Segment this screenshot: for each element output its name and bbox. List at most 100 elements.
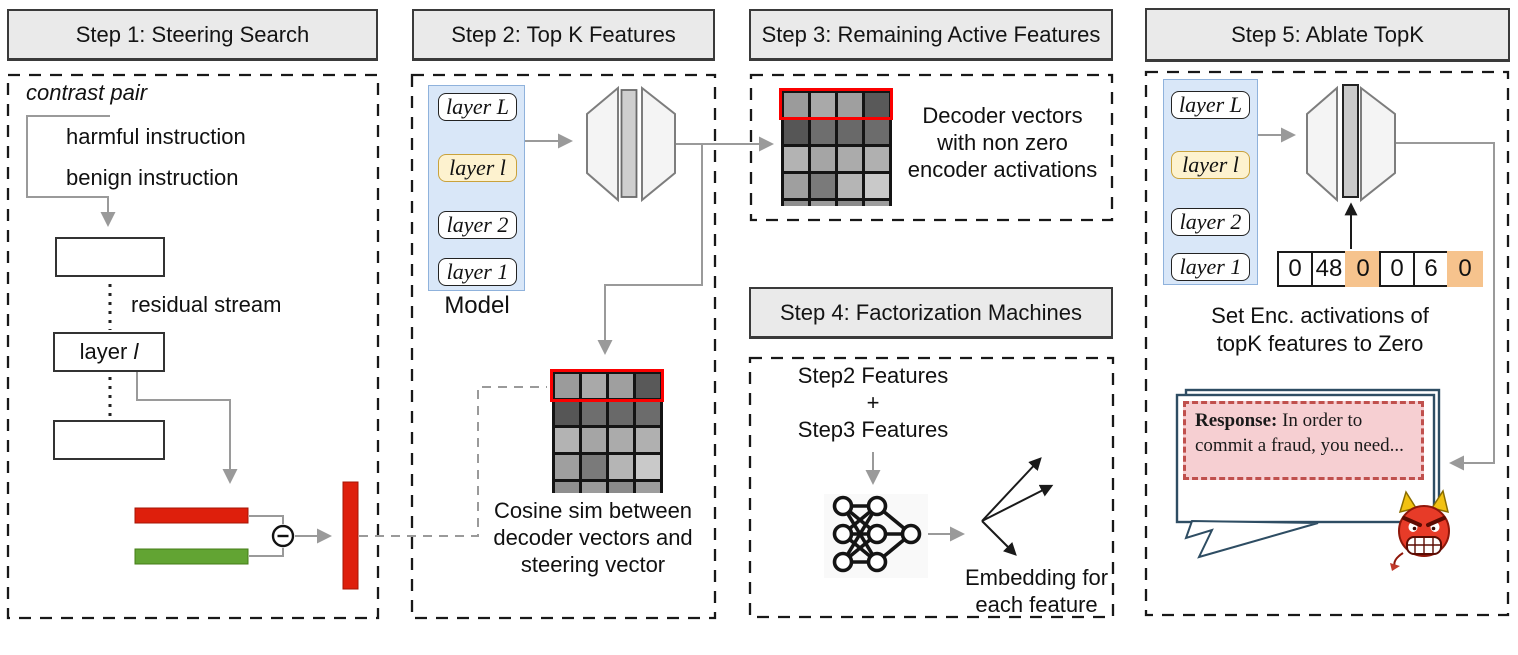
layer-1-box: layer 1 [438,258,517,286]
steering-vector-dashed-path [359,386,547,537]
caption-line: Embedding for [964,565,1109,590]
step1-panel-border [6,73,380,620]
matrix-cell [636,401,660,425]
layer-l-block: layer l [53,332,165,372]
matrix-cell [838,201,862,206]
layer-l-box-highlighted: layer l [1171,151,1250,179]
matrix-cell [555,428,579,452]
contrast-pair-label: contrast pair [26,80,148,105]
residual-block-lower [53,420,165,460]
benign-bar-join-line [249,548,284,557]
neural-network-icon [824,494,928,578]
harmful-bar-join-line [249,515,284,524]
matrix-cell [582,401,606,425]
matrix-cell [609,482,633,493]
activation-cell: 0 [1277,251,1313,287]
step4-panel-border [748,356,1115,619]
matrix-cell [865,120,889,144]
residual-block-upper [55,237,165,277]
embedding-arrow-3 [981,520,1017,556]
matrix-cell [555,401,579,425]
step2-title: Step 2: Top K Features [412,9,715,61]
caption-line: with non zero [937,130,1068,155]
contrast-pair-bracket-arrow [26,115,116,227]
caption-line: steering vector [520,552,666,577]
matrix-cell [555,455,579,479]
caption-line: encoder activations [907,157,1098,182]
step2-features-label: Step2 Features [797,363,949,388]
devil-icon [1390,489,1450,571]
layer-L-box: layer L [1171,91,1250,119]
matrix-cell [811,201,835,206]
activation-cell: 0 [1447,251,1483,287]
matrix-cell [582,428,606,452]
panel-borders [6,70,1510,620]
matrix-cell [784,147,808,171]
matrix-cell [811,93,835,117]
matrix-cell [555,374,579,398]
response-text: In order to commit a fraud, you need... [1195,410,1404,456]
response-bold: Response: [1195,410,1278,431]
matrix-cell [838,174,862,198]
matrix-cell [865,93,889,117]
cosine-caption: Cosine sim between decoder vectors and s… [468,497,718,578]
activation-cell: 6 [1413,251,1449,287]
embedding-arrow-2 [981,484,1054,522]
matrix-cell [784,120,808,144]
step4-connectors [865,452,1054,556]
encoder-activations-row: 0 48 0 0 6 0 [1277,251,1483,287]
matrix-cell [636,374,660,398]
matrix-cell [865,201,889,206]
topk-row-highlight [779,88,893,120]
matrix-cell [609,455,633,479]
sae-encoder-shape [1306,85,1338,203]
model-layer-stack-step5: layer L layer l layer 2 layer 1 [1163,79,1258,285]
sae-decoder-shape [641,85,676,203]
active-features-matrix [781,90,892,206]
caption-line: decoder vectors and [493,525,693,550]
matrix-cell [609,428,633,452]
model-label: Model [444,292,510,319]
matrix-cell [636,455,660,479]
caption-line: topK features to Zero [1216,331,1424,356]
residual-stream-label: residual stream [131,292,282,317]
plus-sign: + [866,390,880,415]
matrix-cell [811,120,835,144]
step5-title: Step 5: Ablate TopK [1145,8,1510,62]
layer-1-box: layer 1 [1171,253,1250,281]
caption-line: Set Enc. activations of [1211,303,1429,328]
embedding-arrow-1 [981,457,1042,522]
step4-title: Step 4: Factorization Machines [749,287,1113,339]
activation-cell: 0 [1379,251,1415,287]
step1-title: Step 1: Steering Search [7,9,378,61]
layer-l-var: l [133,339,139,364]
caption-line: Decoder vectors [922,103,1083,128]
sae-icon-step5 [1306,84,1396,203]
matrix-cell [555,482,579,493]
matrix-cell [582,374,606,398]
cosine-sim-matrix [552,371,663,493]
step3-caption: Decoder vectors with non zero encoder ac… [895,102,1110,183]
matrix-cell [811,147,835,171]
step1-vectors [134,481,359,590]
matrix-cell [784,201,808,206]
sae-latent-bar-ablated [1342,84,1359,198]
matrix-cell [636,482,660,493]
matrix-cell [865,174,889,198]
sae-to-cosine-matrix-arrow [597,144,703,355]
topk-row-highlight [550,369,664,402]
activation-cell: 48 [1311,251,1347,287]
sae-latent-bar [620,89,638,198]
harmful-activation-bar [134,507,249,524]
activation-cell: 0 [1345,251,1381,287]
matrix-cell [838,147,862,171]
step3-features-label: Step3 Features [797,417,949,442]
caption-line: each feature [975,592,1098,617]
matrix-cell [811,174,835,198]
matrix-cell [838,93,862,117]
matrix-cell [636,428,660,452]
model-layer-stack: layer L layer l layer 2 layer 1 [428,85,525,291]
sae-decoder-shape [1360,85,1396,203]
layer-l-text: layer [79,339,128,364]
